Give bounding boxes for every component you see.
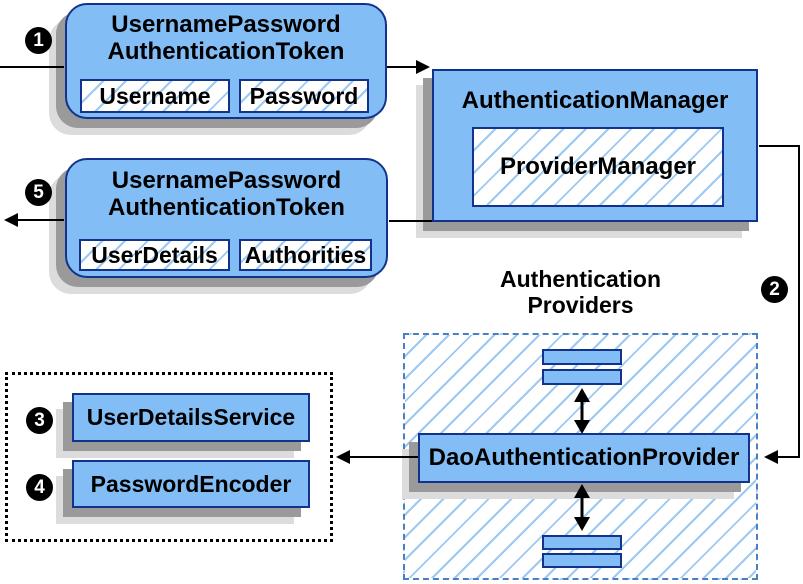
dao-authentication-provider-box: DaoAuthenticationProvider [418,433,750,483]
step-badge-3: 3 [26,407,53,434]
authentication-providers-heading: Authentication Providers [403,266,758,318]
provider-slot-bar-bottom-2 [542,553,622,568]
response-token-title-line2: AuthenticationToken [108,194,345,221]
provider-slot-bar-top-2 [542,369,622,385]
step-badge-2: 2 [761,276,788,303]
providers-heading-line2: Providers [527,292,634,318]
user-details-field-box: UserDetails [79,239,230,271]
password-encoder-label: PasswordEncoder [90,470,292,497]
provider-manager-box: ProviderManager [472,127,724,207]
username-field-label: Username [99,82,211,109]
request-token-title: UsernamePassword AuthenticationToken [67,11,385,65]
step-badge-2-number: 2 [769,279,780,300]
step-badge-3-number: 3 [34,410,45,431]
authorities-field-label: Authorities [244,241,367,268]
authentication-manager-title: AuthenticationManager [434,87,756,114]
response-token-title-line1: UsernamePassword [111,167,342,194]
step-badge-1-number: 1 [33,30,44,51]
step-badge-5-number: 5 [33,182,44,203]
password-field-label: Password [249,82,359,109]
request-token-title-line1: UsernamePassword [111,11,341,38]
step-badge-5: 5 [25,179,52,206]
provider-slot-bar-bottom-1 [542,535,622,550]
username-field-box: Username [80,79,230,113]
response-token-box: UsernamePassword AuthenticationToken Use… [65,158,388,278]
arrow-manager-to-dao-provider [759,145,800,464]
step-badge-4: 4 [26,474,53,501]
request-token-box: UsernamePassword AuthenticationToken Use… [65,3,387,119]
authentication-manager-box: AuthenticationManager ProviderManager [432,69,758,222]
user-details-field-label: UserDetails [91,241,218,268]
authorities-field-box: Authorities [239,239,372,271]
user-details-service-label: UserDetailsService [86,404,296,430]
response-token-title: UsernamePassword AuthenticationToken [67,167,386,221]
step-badge-4-number: 4 [34,477,45,498]
dao-authentication-provider-label: DaoAuthenticationProvider [428,444,740,471]
user-details-service-box: UserDetailsService [72,393,310,442]
arrow-token-to-manager [387,60,430,74]
request-token-title-line2: AuthenticationToken [107,38,345,65]
password-field-box: Password [239,79,369,113]
providers-heading-line1: Authentication [500,266,661,292]
provider-manager-label: ProviderManager [499,153,697,180]
step-badge-1: 1 [25,27,52,54]
arrow-response-token-out [4,213,64,227]
authentication-manager-label: AuthenticationManager [461,87,729,114]
password-encoder-box: PasswordEncoder [72,460,310,508]
provider-slot-bar-top-1 [542,349,622,365]
